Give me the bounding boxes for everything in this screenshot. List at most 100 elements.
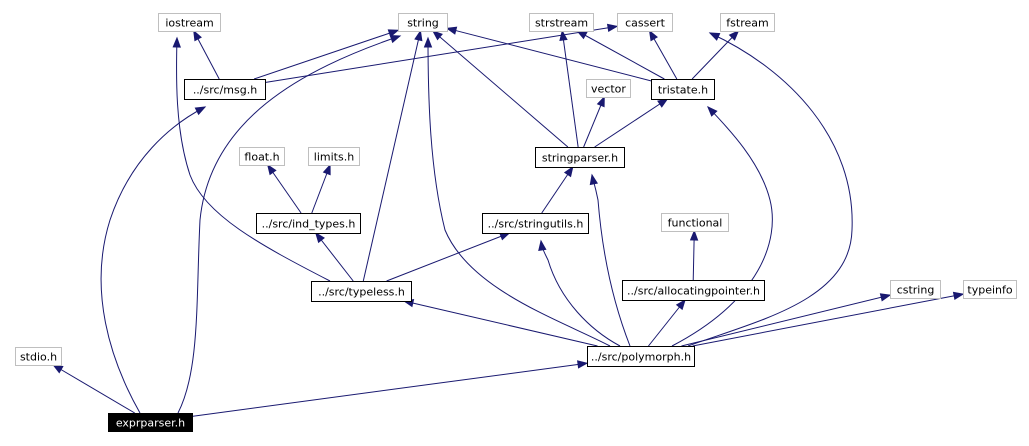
edge-polymorph-to-cassert-line bbox=[687, 32, 853, 347]
node-limitsh-label: limits.h bbox=[314, 151, 354, 164]
edge-exprparser-to-polymorph-arrowhead bbox=[577, 360, 589, 369]
edge-msg-to-cassert-arrowhead bbox=[606, 23, 619, 33]
edge-msg-to-string-arrowhead bbox=[387, 29, 400, 38]
node-fstream-box bbox=[720, 13, 775, 32]
edge-exprparser-to-msg-arrowhead bbox=[194, 106, 207, 116]
edge-msg-to-iostream-arrowhead bbox=[193, 29, 202, 42]
edge-stringutils-to-stringparser-arrowhead bbox=[563, 165, 574, 178]
edge-exprparser-to-string bbox=[177, 35, 402, 414]
edge-typeless-to-string-line bbox=[362, 30, 421, 282]
edge-polymorph-to-cassert bbox=[687, 32, 853, 347]
node-tristate[interactable]: tristate.h bbox=[651, 79, 715, 100]
edge-exprparser-to-string-arrowhead bbox=[389, 35, 402, 44]
node-typeinfo-label: typeinfo bbox=[967, 284, 1012, 297]
edge-tristate-to-string-arrowhead bbox=[445, 26, 458, 35]
edge-msg-to-string bbox=[253, 29, 400, 80]
edge-polymorph-to-allocatingpointer-arrowhead bbox=[675, 298, 686, 311]
edge-stringparser-to-string-arrowhead bbox=[431, 30, 443, 41]
node-limitsh-box bbox=[308, 147, 360, 166]
node-allocatingpointer[interactable]: ../src/allocatingpointer.h bbox=[622, 280, 765, 301]
edge-tristate-to-cassert-arrowhead bbox=[648, 29, 658, 42]
node-string-box bbox=[398, 13, 448, 32]
edge-allocatingpointer-to-functional bbox=[689, 229, 699, 281]
edge-polymorph-to-cstring bbox=[681, 293, 892, 347]
node-stringutils-box bbox=[482, 213, 589, 234]
node-typeless[interactable]: ../src/typeless.h bbox=[311, 281, 412, 302]
edge-stringparser-to-tristate bbox=[594, 98, 669, 148]
node-string-label: string bbox=[407, 17, 439, 30]
edge-msg-to-cassert-line bbox=[264, 25, 618, 84]
node-polymorph-box bbox=[587, 346, 695, 367]
edge-polymorph-to-tristate-arrowhead bbox=[707, 105, 718, 117]
node-ind_types-box bbox=[256, 213, 361, 234]
edge-tristate-to-fstream bbox=[691, 30, 740, 80]
node-string: string bbox=[398, 13, 448, 32]
node-msg-label: ../src/msg.h bbox=[193, 84, 257, 97]
edge-polymorph-to-stringutils bbox=[538, 239, 621, 347]
node-stringparser[interactable]: stringparser.h bbox=[535, 147, 625, 168]
node-ind_types[interactable]: ../src/ind_types.h bbox=[256, 213, 361, 234]
node-stringparser-label: stringparser.h bbox=[542, 152, 618, 165]
node-strstream: strstream bbox=[529, 13, 594, 32]
edge-stringparser-to-vector-arrowhead bbox=[596, 95, 605, 108]
node-stdioh: stdio.h bbox=[15, 347, 62, 366]
edge-ind_types-to-floath-line bbox=[267, 164, 302, 214]
edge-polymorph-to-cstring-line bbox=[681, 294, 891, 347]
node-floath-label: float.h bbox=[244, 151, 279, 164]
node-vector: vector bbox=[586, 79, 631, 98]
node-fstream-label: fstream bbox=[726, 17, 768, 30]
edge-msg-to-cassert bbox=[264, 23, 619, 84]
edge-polymorph-to-typeless bbox=[402, 299, 598, 347]
edge-allocatingpointer-to-functional-arrowhead bbox=[689, 229, 699, 241]
edge-msg-to-string-line bbox=[253, 29, 399, 80]
edge-exprparser-to-stdioh-arrowhead bbox=[52, 364, 64, 374]
edge-exprparser-to-stdioh bbox=[52, 364, 135, 414]
edge-polymorph-to-stringparser-line bbox=[591, 174, 631, 347]
node-msg[interactable]: ../src/msg.h bbox=[184, 79, 266, 100]
edge-polymorph-to-allocatingpointer-line bbox=[648, 299, 686, 347]
node-stringutils[interactable]: ../src/stringutils.h bbox=[482, 213, 589, 234]
edge-stringparser-to-tristate-arrowhead bbox=[657, 98, 669, 108]
edge-typeless-to-stringutils-line bbox=[386, 232, 510, 282]
node-tristate-box bbox=[651, 79, 715, 100]
node-iostream-box bbox=[158, 13, 221, 32]
edge-typeless-to-iostream-arrowhead bbox=[172, 36, 181, 48]
node-cstring: cstring bbox=[890, 280, 941, 299]
edge-exprparser-to-stdioh-line bbox=[53, 364, 135, 414]
node-vector-label: vector bbox=[591, 83, 626, 96]
node-polymorph[interactable]: ../src/polymorph.h bbox=[587, 346, 695, 367]
edge-polymorph-to-typeinfo-arrowhead bbox=[952, 291, 965, 301]
node-cstring-label: cstring bbox=[897, 284, 935, 297]
node-exprparser[interactable]: exprparser.h bbox=[108, 413, 193, 432]
edge-exprparser-to-polymorph bbox=[191, 360, 589, 417]
node-stdioh-box bbox=[15, 347, 62, 366]
node-cassert-label: cassert bbox=[625, 17, 666, 30]
edge-ind_types-to-floath bbox=[266, 163, 302, 214]
node-exprparser-label: exprparser.h bbox=[116, 417, 185, 430]
edge-tristate-to-fstream-line bbox=[691, 30, 739, 80]
edge-polymorph-to-allocatingpointer bbox=[648, 298, 686, 347]
node-functional-box bbox=[661, 213, 729, 232]
edge-stringparser-to-vector bbox=[583, 95, 605, 148]
node-ind_types-label: ../src/ind_types.h bbox=[262, 218, 356, 231]
node-polymorph-label: ../src/polymorph.h bbox=[591, 351, 691, 364]
edge-exprparser-to-string-line bbox=[177, 35, 401, 414]
edge-typeless-to-string bbox=[362, 29, 423, 282]
edge-polymorph-to-string-arrowhead bbox=[423, 36, 433, 48]
node-exprparser-box bbox=[108, 413, 193, 432]
edge-ind_types-to-limitsh-arrowhead bbox=[322, 163, 331, 176]
edge-tristate-to-cassert bbox=[648, 29, 678, 80]
edge-typeless-to-stringutils bbox=[386, 232, 511, 282]
edge-polymorph-to-stringparser bbox=[589, 173, 631, 347]
node-cstring-box bbox=[890, 280, 941, 299]
edge-polymorph-to-stringparser-arrowhead bbox=[589, 173, 599, 186]
node-fstream: fstream bbox=[720, 13, 775, 32]
edge-tristate-to-string bbox=[445, 26, 652, 82]
node-floath-box bbox=[239, 147, 285, 166]
edge-stringparser-to-tristate-line bbox=[594, 98, 668, 148]
edge-tristate-to-strstream-arrowhead bbox=[576, 30, 588, 40]
edge-typeless-to-string-arrowhead bbox=[414, 29, 423, 42]
edge-polymorph-to-tristate-line bbox=[671, 106, 773, 347]
node-stringparser-box bbox=[535, 147, 625, 168]
